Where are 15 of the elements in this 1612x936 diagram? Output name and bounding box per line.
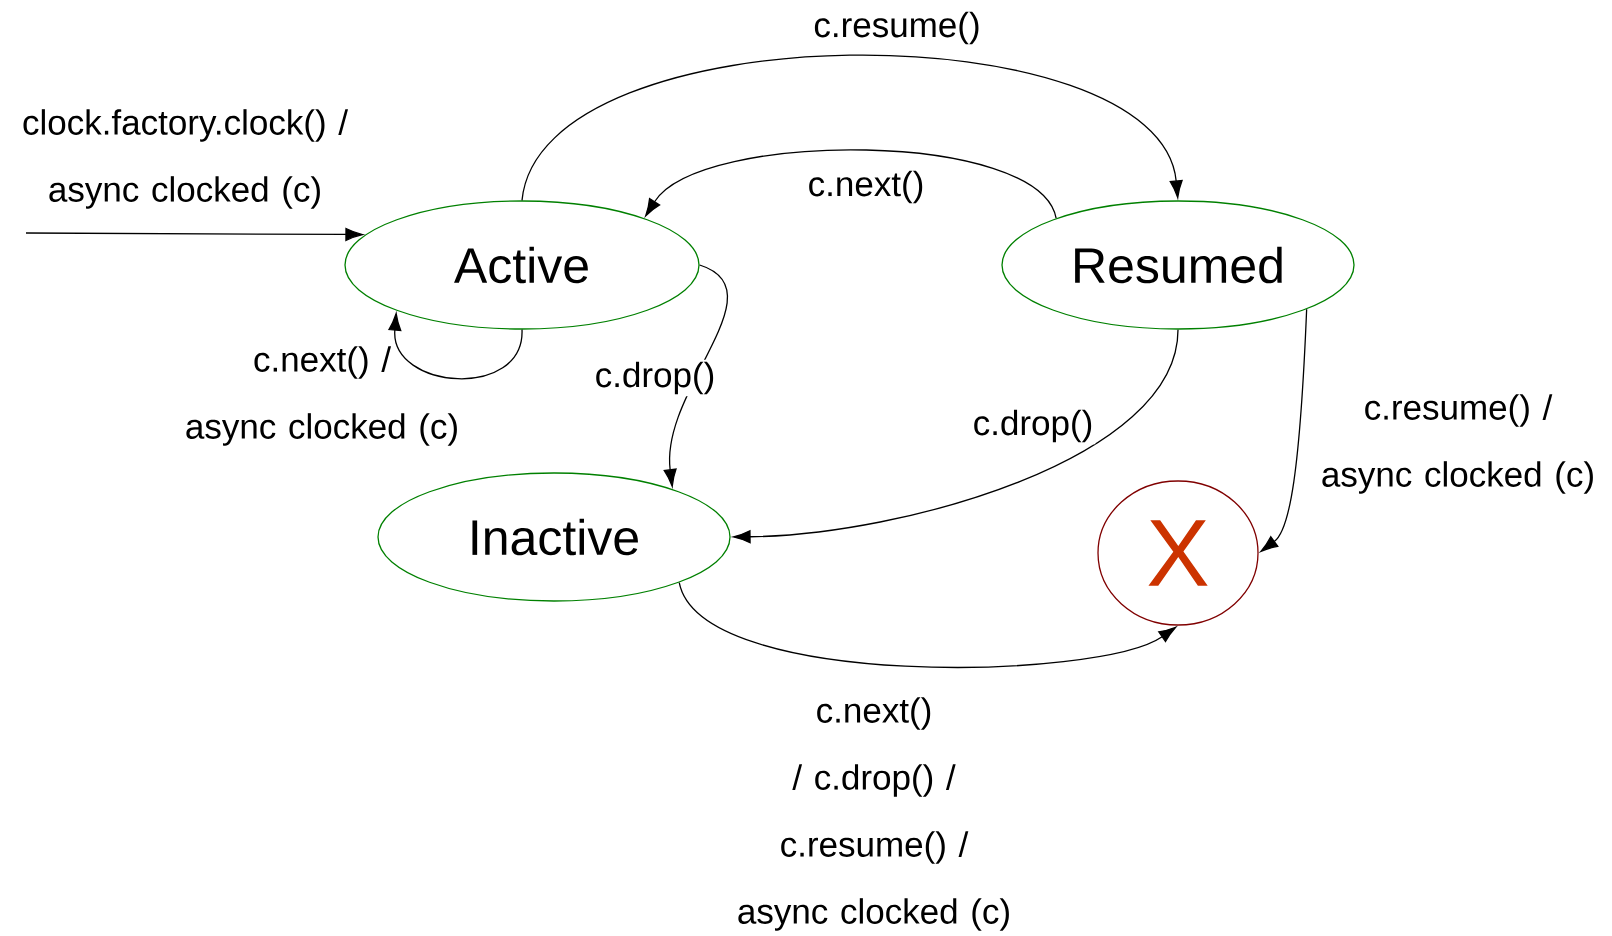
arrow bbox=[25, 227, 364, 241]
arrow bbox=[732, 329, 1179, 544]
arrow bbox=[521, 54, 1183, 201]
edge-label: c.resume() bbox=[811, 9, 983, 47]
arrow bbox=[678, 581, 1177, 669]
edge-label: c.drop() bbox=[592, 359, 718, 397]
edge-label: c.drop() bbox=[970, 407, 1096, 445]
arrow bbox=[1260, 308, 1308, 552]
arrow bbox=[645, 149, 1057, 219]
arrow bbox=[388, 312, 523, 380]
edge-label: c.next() / async clocked (c) bbox=[186, 346, 457, 446]
arrow bbox=[663, 264, 729, 487]
edge-label: c.next() / c.drop() / c.resume() / async clocked (c) bbox=[738, 697, 1009, 931]
edge-label: c.resume() / async clocked (c) bbox=[1322, 394, 1593, 494]
edge-label: c.next() bbox=[805, 168, 927, 206]
